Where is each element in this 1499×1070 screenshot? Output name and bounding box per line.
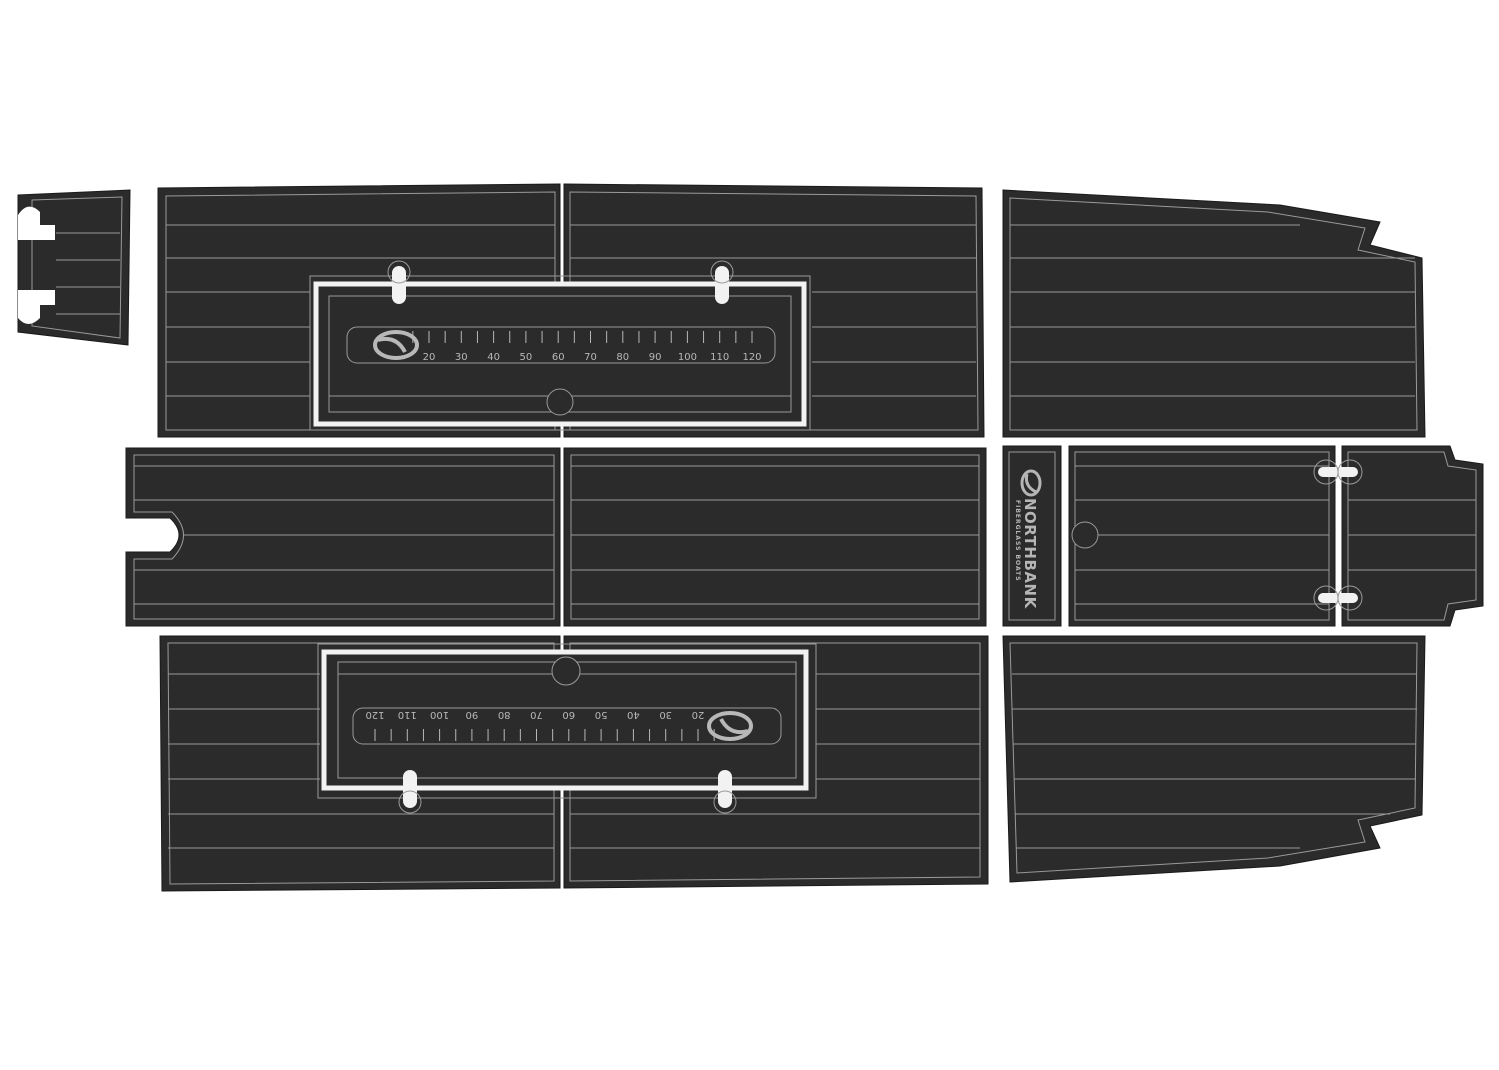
ruler-label: 40 [487,352,500,363]
pad-top-right-bow [1002,189,1426,438]
brand-name: NORTHBANK [1021,498,1039,610]
ruler-label: 110 [710,352,729,363]
ruler-top-labels: 20 30 40 50 60 70 80 90 100 110 120 [423,352,762,363]
ruler-label: 40 [627,709,640,720]
ruler-label: 60 [552,352,565,363]
ruler-label: 50 [595,709,608,720]
ruler-label: 20 [423,352,436,363]
ruler-label: 90 [466,709,479,720]
pad-middle-right [1068,445,1336,627]
ruler-label: 70 [530,709,543,720]
ruler-label: 110 [398,709,417,720]
ruler-label: 120 [365,709,384,720]
measuring-board-bottom: 20 30 40 50 60 70 80 90 100 110 120 [317,643,817,814]
pad-bottom-right-bow [1002,635,1426,883]
ruler-bottom-labels: 20 30 40 50 60 70 80 90 100 110 120 [365,709,704,720]
ruler-label: 60 [562,709,575,720]
pad-connector-slots [1313,459,1363,611]
pad-middle-bow [1341,445,1484,627]
pad-middle-left [125,447,561,627]
ruler-top-ticks [412,331,753,343]
pad-middle-center [563,447,987,627]
measuring-board-top: 20 30 40 50 60 70 80 90 100 110 120 [309,260,811,431]
brand-subtitle: FIBERGLASS BOATS [1014,500,1021,582]
ruler-bottom-ticks [374,729,715,741]
northbank-swoosh-logo-icon [707,711,753,741]
northbank-swoosh-logo-icon [373,330,419,360]
ruler-label: 100 [430,709,449,720]
ruler-label: 30 [455,352,468,363]
ruler-label: 80 [616,352,629,363]
ruler-label: 30 [659,709,672,720]
ruler-label: 100 [678,352,697,363]
ruler-label: 50 [520,352,533,363]
ruler-label: 70 [584,352,597,363]
pad-bow-filler [17,189,131,346]
ruler-label: 20 [692,709,705,720]
ruler-label: 90 [649,352,662,363]
ruler-label: 80 [498,709,511,720]
ruler-label: 120 [742,352,761,363]
northbank-swoosh-logo-icon [1020,469,1042,497]
pad-brand-strip: NORTHBANK FIBERGLASS BOATS [1002,445,1062,627]
